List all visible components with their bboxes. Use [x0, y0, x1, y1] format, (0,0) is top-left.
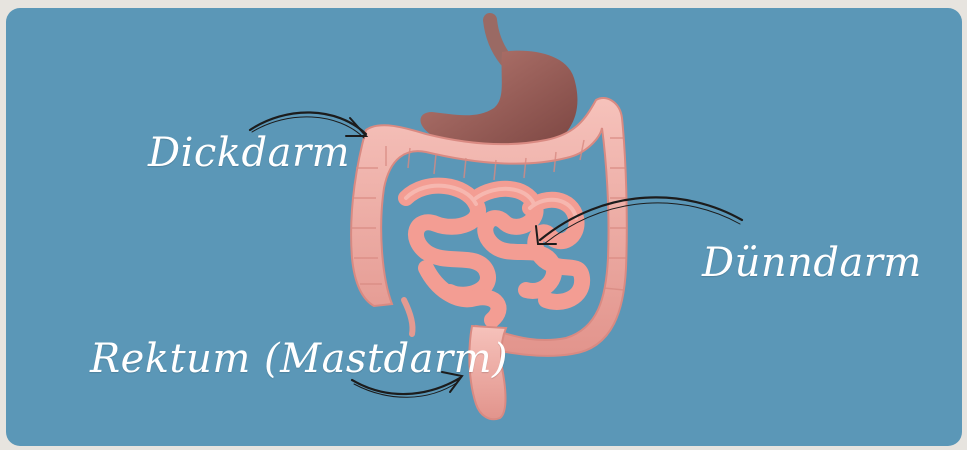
label-duenndarm: Dünndarm: [702, 240, 922, 286]
appendix: [404, 300, 413, 334]
label-dickdarm: Dickdarm: [148, 130, 350, 176]
diagram-card: Dickdarm Dünndarm Rektum (Mastdarm): [6, 8, 962, 446]
label-rektum: Rektum (Mastdarm): [90, 336, 508, 382]
small-intestine: [406, 186, 582, 320]
